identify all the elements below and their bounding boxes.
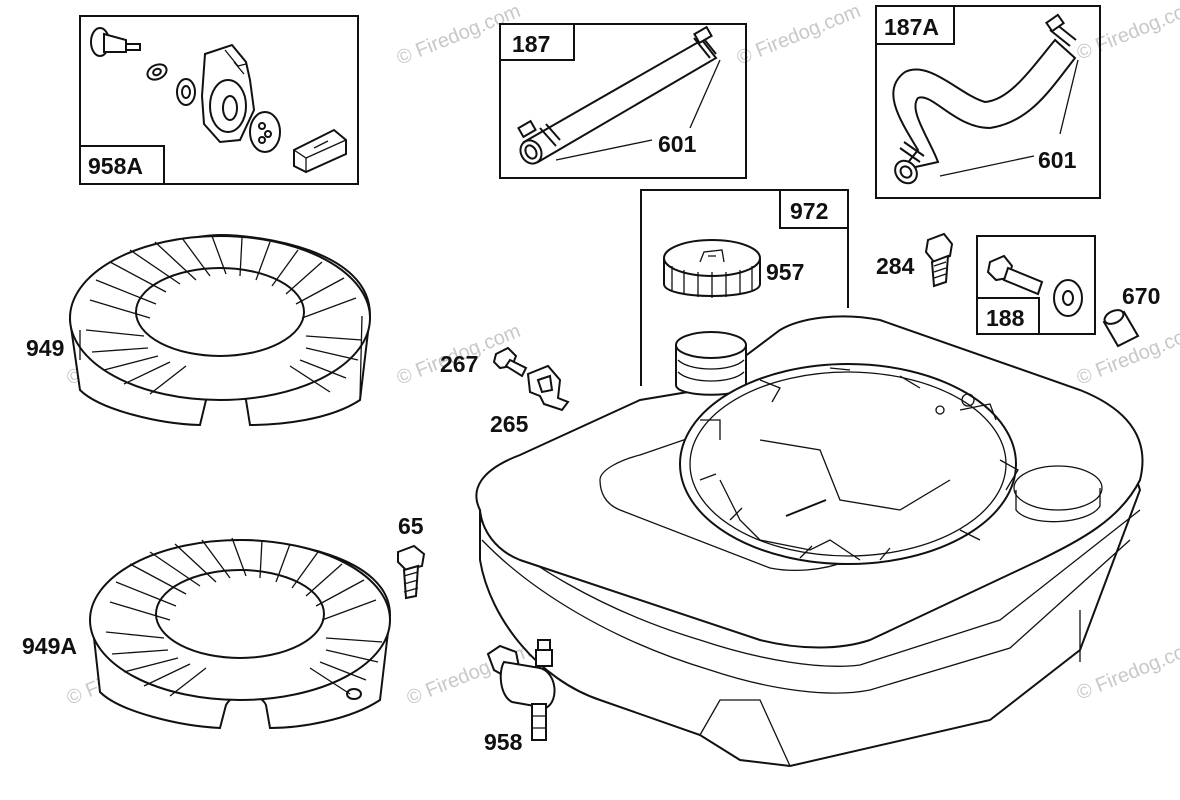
callout-box (79, 145, 165, 185)
callout-box (976, 297, 1040, 335)
blower-housing-949-icon (68, 233, 372, 427)
callout-box (499, 23, 575, 61)
watermark: © Firedog.com (1074, 635, 1180, 705)
clip-265-icon (526, 364, 570, 412)
fuel-tank-icon (475, 315, 1144, 768)
screw-267-icon (492, 346, 528, 378)
callout-187[interactable]: 187 (512, 31, 550, 57)
callout-958[interactable]: 958 (484, 729, 523, 755)
callout-267[interactable]: 267 (440, 351, 478, 377)
bolt-284-icon (924, 232, 954, 288)
control-knob-icon (293, 128, 347, 174)
watermark: © Firedog.com (734, 0, 864, 70)
box-187A: 187A 601 (875, 5, 1101, 199)
box-188: 188 (976, 235, 1096, 335)
screw-65-icon (397, 544, 426, 600)
callout-188[interactable]: 188 (986, 305, 1025, 331)
fuel-valve-958-icon (486, 639, 556, 741)
watermark: © Firedog.com (1074, 0, 1180, 65)
box-frame (640, 189, 849, 386)
throttle-lever-icon (200, 43, 256, 144)
box-frame (79, 15, 359, 185)
callout-box (875, 5, 955, 45)
callout-949A[interactable]: 949A (22, 633, 77, 659)
callout-box (779, 189, 849, 229)
lever-disc-icon (249, 111, 281, 153)
callout-972[interactable]: 972 (790, 198, 828, 224)
callout-65[interactable]: 65 (398, 513, 424, 539)
spring-washer-icon (176, 78, 196, 106)
callout-958A[interactable]: 958A (88, 153, 143, 179)
fuel-cap-icon (663, 239, 761, 298)
callout-670[interactable]: 670 (1122, 283, 1160, 309)
washer-icon (1053, 279, 1083, 317)
fuel-line-straight-icon (517, 25, 718, 165)
fuel-line-bent-icon (892, 13, 1077, 185)
box-972: 972 957 (640, 189, 849, 386)
pivot-screw-icon (90, 27, 141, 57)
shoulder-bolt-icon (986, 254, 1044, 296)
blower-housing-949A-icon (89, 537, 392, 730)
callout-601[interactable]: 601 (658, 131, 697, 157)
callout-957[interactable]: 957 (766, 259, 804, 285)
box-frame (499, 23, 747, 179)
box-187: 187 601 (499, 23, 747, 179)
callout-284[interactable]: 284 (876, 253, 915, 279)
spacer-670-icon (1102, 309, 1140, 348)
callout-187A[interactable]: 187A (884, 14, 939, 40)
callout-601[interactable]: 601 (1038, 147, 1077, 173)
callout-949[interactable]: 949 (26, 335, 64, 361)
box-958A: 958A (79, 15, 359, 185)
washer-icon (146, 63, 168, 81)
callout-265[interactable]: 265 (490, 411, 529, 437)
box-frame (875, 5, 1101, 199)
